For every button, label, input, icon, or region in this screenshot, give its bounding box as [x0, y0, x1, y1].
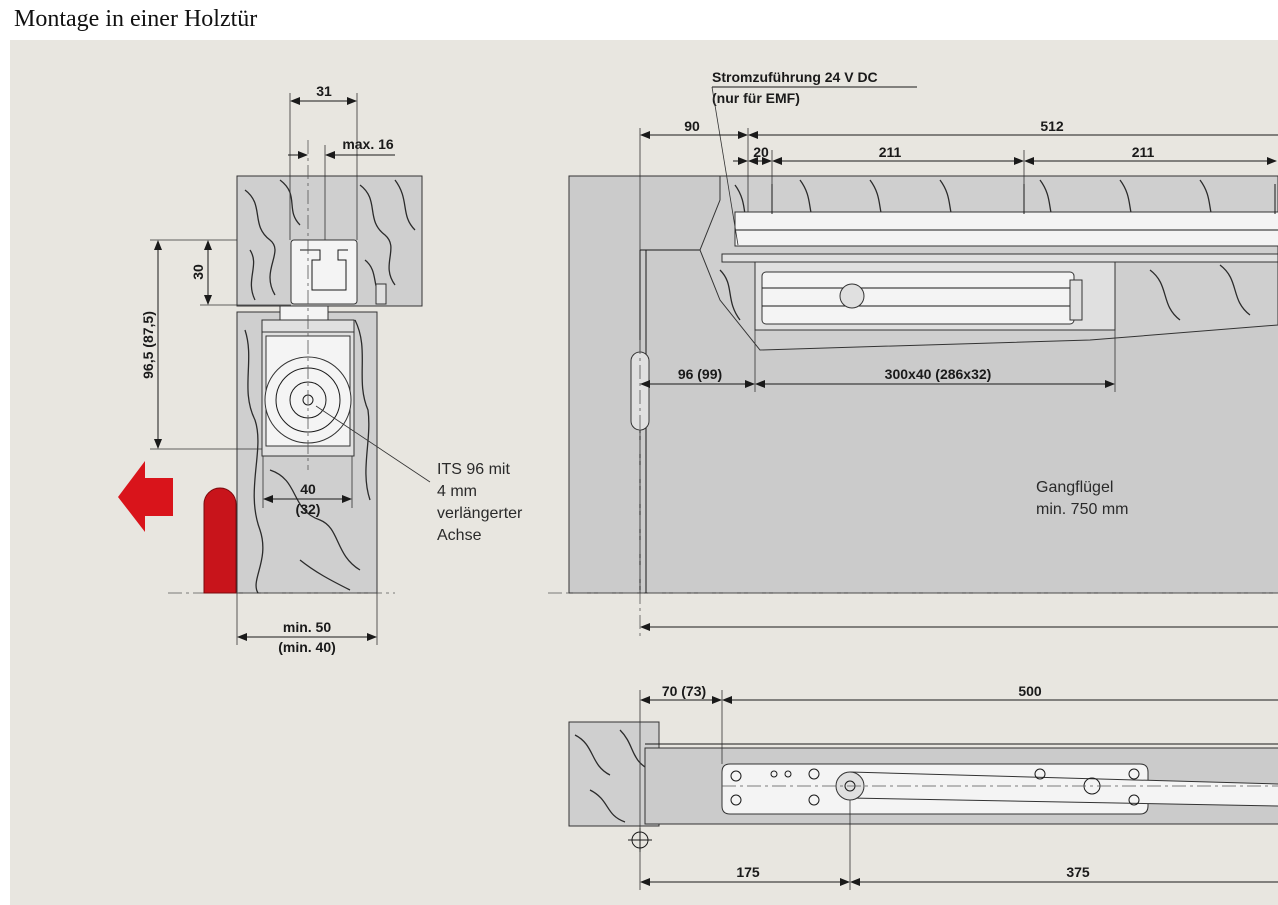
direction-arrow — [118, 461, 173, 532]
dim-90: 90 — [684, 118, 700, 134]
technical-drawing: 31 max. 16 30 96,5 (87,5) 40 (32) min. 5… — [10, 40, 1278, 905]
dim-211-a: 211 — [879, 144, 902, 160]
dim-375: 375 — [1066, 864, 1090, 880]
note-line-3: verlängerter — [437, 505, 523, 522]
dim-70-73: 70 (73) — [662, 683, 706, 699]
dim-max16: max. 16 — [342, 136, 394, 152]
dim-175: 175 — [736, 864, 760, 880]
note-line-4: Achse — [437, 527, 482, 544]
dim-300x40: 300x40 (286x32) — [885, 366, 992, 382]
page-title: Montage in einer Holztür — [14, 6, 258, 32]
dim-min50: min. 50 — [283, 619, 331, 635]
section-view: 31 max. 16 30 96,5 (87,5) 40 (32) min. 5… — [118, 83, 523, 655]
dim-96-5: 96,5 (87,5) — [140, 311, 156, 379]
power-label-2: (nur für EMF) — [712, 90, 800, 106]
dim-20: 20 — [753, 144, 769, 160]
dim-32: (32) — [296, 501, 321, 517]
power-label-1: Stromzuführung 24 V DC — [712, 69, 878, 85]
dim-31: 31 — [316, 83, 332, 99]
door-label-2: min. 750 mm — [1036, 501, 1128, 518]
dim-211-b: 211 — [1132, 144, 1155, 160]
plan-frame-wood — [568, 721, 660, 827]
rail-profile — [290, 239, 358, 305]
dim-min40: (min. 40) — [278, 639, 336, 655]
dim-500: 500 — [1018, 683, 1042, 699]
front-view: Stromzuführung 24 V DC (nur für EMF) 90 … — [548, 69, 1278, 640]
note-leader — [315, 405, 431, 483]
slide-rail — [734, 211, 1278, 247]
closer-body — [761, 271, 1075, 325]
dim-40: 40 — [300, 481, 316, 497]
plan-view: 70 (73) 500 175 375 — [568, 683, 1278, 890]
floor-stop — [203, 487, 237, 594]
dim-512: 512 — [1040, 118, 1064, 134]
door-label-1: Gangflügel — [1036, 479, 1113, 496]
dim-96-99: 96 (99) — [678, 366, 722, 382]
note-line-2: 4 mm — [437, 483, 477, 500]
note-line-1: ITS 96 mit — [437, 461, 510, 478]
lintel-bracket — [375, 283, 387, 305]
dim-30: 30 — [190, 264, 206, 280]
